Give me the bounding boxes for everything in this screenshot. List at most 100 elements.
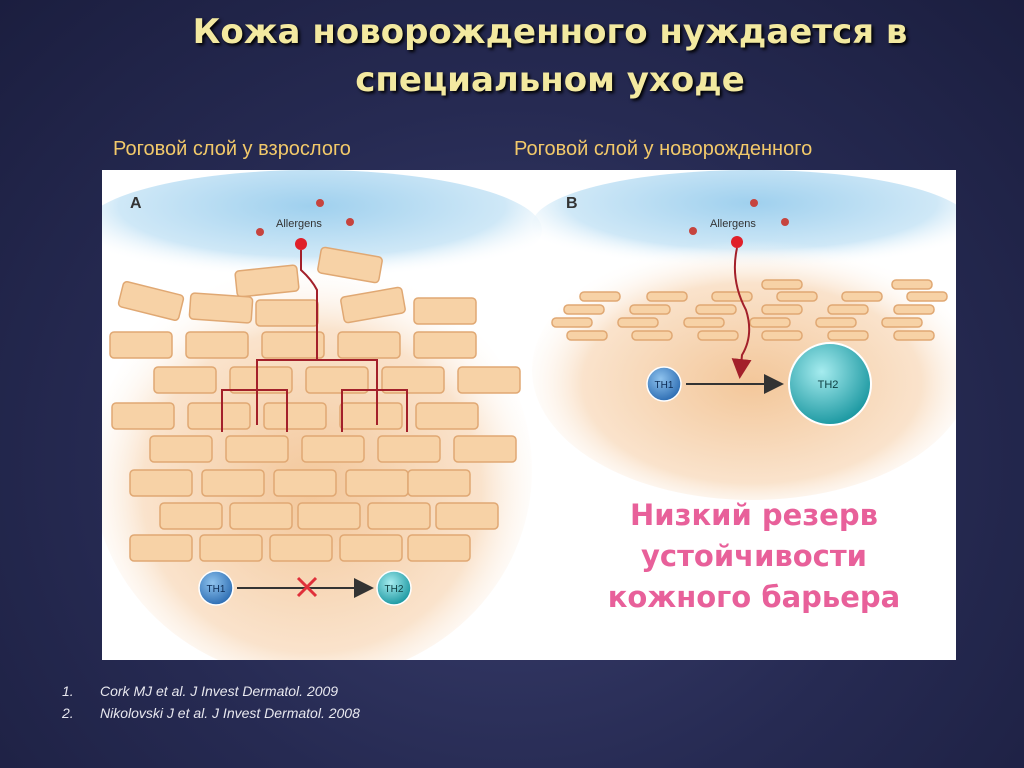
panel-a-letter: A xyxy=(130,195,142,212)
corneocyte-brick xyxy=(749,317,791,328)
resilience-line-2: устойчивости xyxy=(641,539,867,573)
reference-item: 2. Nikolovski J et al. J Invest Dermatol… xyxy=(62,702,360,724)
allergen-particle xyxy=(316,199,324,207)
corneocyte-brick xyxy=(881,317,923,328)
panel-b-skin xyxy=(532,240,956,500)
corneocyte-brick xyxy=(841,291,883,302)
panel-a-bricks xyxy=(109,246,521,562)
corneocyte-brick xyxy=(234,264,300,298)
corneocyte-brick xyxy=(827,330,869,341)
corneocyte-brick xyxy=(646,291,688,302)
corneocyte-brick xyxy=(153,366,217,394)
low-barrier-reserve-text: Низкий резерв устойчивости кожного барье… xyxy=(574,495,934,618)
corneocyte-brick xyxy=(339,534,403,562)
corneocyte-brick xyxy=(188,292,254,324)
corneocyte-brick xyxy=(631,330,673,341)
panel-b-sky xyxy=(532,170,956,280)
corneocyte-brick xyxy=(776,291,818,302)
panel-a-allergen-path xyxy=(221,250,408,432)
corneocyte-brick xyxy=(305,366,369,394)
corneocyte-brick xyxy=(129,534,193,562)
corneocyte-brick xyxy=(697,330,739,341)
corneocyte-brick xyxy=(906,291,948,302)
corneocyte-brick xyxy=(185,331,249,359)
allergen-particle xyxy=(346,218,354,226)
corneocyte-brick xyxy=(617,317,659,328)
corneocyte-brick xyxy=(229,366,293,394)
corneocyte-brick xyxy=(149,435,213,463)
corneocyte-brick xyxy=(297,502,361,530)
allergen-particle xyxy=(689,227,697,235)
corneocyte-brick xyxy=(381,366,445,394)
corneocyte-brick xyxy=(413,297,477,325)
corneocyte-brick xyxy=(415,402,479,430)
corneocyte-brick xyxy=(111,402,175,430)
corneocyte-brick xyxy=(117,280,185,322)
corneocyte-brick xyxy=(413,331,477,359)
panel-b-th1-label: TH1 xyxy=(655,380,674,391)
corneocyte-brick xyxy=(263,402,327,430)
title-line-2: специальном уходе xyxy=(355,60,745,100)
panel-b-allergen-path xyxy=(731,247,752,379)
corneocyte-brick xyxy=(695,304,737,315)
panel-a-th1-label: TH1 xyxy=(207,584,226,595)
corneocyte-brick xyxy=(109,331,173,359)
panel-a-th2-cell xyxy=(376,570,412,606)
corneocyte-brick xyxy=(893,304,935,315)
panel-a-th2-label: TH2 xyxy=(385,584,404,595)
panel-a-allergen-particles xyxy=(256,199,354,250)
title-line-1: Кожа новорожденного нуждается в xyxy=(192,12,908,52)
panel-b-allergens-label: Allergens xyxy=(710,218,756,230)
corneocyte-brick xyxy=(815,317,857,328)
corneocyte-brick xyxy=(407,534,471,562)
corneocyte-brick xyxy=(255,299,319,327)
references-list: 1. Cork MJ et al. J Invest Dermatol. 200… xyxy=(62,680,360,724)
corneocyte-brick xyxy=(629,304,671,315)
panel-a-allergens-label: Allergens xyxy=(276,218,322,230)
panel-b-letter: B xyxy=(566,195,578,212)
panel-a-sky xyxy=(102,170,542,290)
allergen-particle xyxy=(295,238,307,250)
panel-b-th2-label: TH2 xyxy=(818,379,839,391)
corneocyte-brick xyxy=(273,469,337,497)
corneocyte-brick xyxy=(893,330,935,341)
corneocyte-brick xyxy=(407,469,471,497)
corneocyte-brick xyxy=(340,286,406,324)
panel-a-blocked-cross xyxy=(296,576,318,598)
corneocyte-brick xyxy=(301,435,365,463)
corneocyte-brick xyxy=(551,317,593,328)
corneocyte-brick xyxy=(261,331,325,359)
corneocyte-brick xyxy=(761,330,803,341)
corneocyte-brick xyxy=(345,469,409,497)
corneocyte-brick xyxy=(199,534,263,562)
corneocyte-brick xyxy=(761,304,803,315)
reference-number: 2. xyxy=(62,705,74,721)
corneocyte-brick xyxy=(435,502,499,530)
skin-diagram: A B Allergens Allergens TH1 xyxy=(102,170,956,660)
diagram-panel: A B Allergens Allergens TH1 xyxy=(102,170,956,660)
panel-b-th2-cell xyxy=(788,342,872,426)
resilience-line-1: Низкий резерв xyxy=(630,498,878,532)
slide-title: Кожа новорожденного нуждается в специаль… xyxy=(100,8,1000,104)
corneocyte-brick xyxy=(683,317,725,328)
corneocyte-brick xyxy=(579,291,621,302)
corneocyte-brick xyxy=(339,402,403,430)
panel-b-bricks xyxy=(551,279,948,341)
corneocyte-brick xyxy=(317,246,383,284)
corneocyte-brick xyxy=(337,331,401,359)
corneocyte-brick xyxy=(159,502,223,530)
corneocyte-brick xyxy=(827,304,869,315)
corneocyte-brick xyxy=(229,502,293,530)
reference-text: Cork MJ et al. J Invest Dermatol. 2009 xyxy=(100,683,339,699)
panel-b-th1-cell xyxy=(646,366,682,402)
corneocyte-brick xyxy=(269,534,333,562)
corneocyte-brick xyxy=(453,435,517,463)
allergen-particle xyxy=(256,228,264,236)
corneocyte-brick xyxy=(187,402,251,430)
corneocyte-brick xyxy=(201,469,265,497)
corneocyte-brick xyxy=(377,435,441,463)
panel-a-th1-cell xyxy=(198,570,234,606)
resilience-line-3: кожного барьера xyxy=(607,580,901,614)
corneocyte-brick xyxy=(891,279,933,290)
corneocyte-brick xyxy=(563,304,605,315)
